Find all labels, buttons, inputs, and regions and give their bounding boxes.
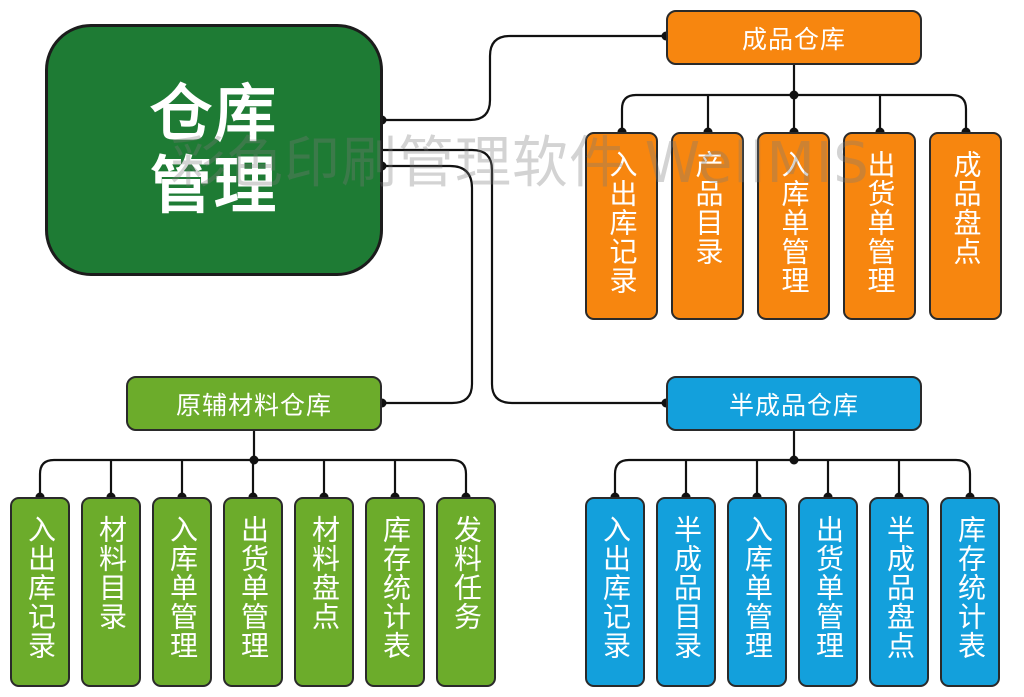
finished-warehouse-title: 成品仓库	[741, 24, 846, 54]
raw-leaf-stocktake: 材料盘点	[294, 497, 354, 687]
connector-dot	[249, 455, 259, 465]
leaf-label: 出货单管理	[237, 515, 270, 660]
root-node-warehouse-management: 仓库 管理	[45, 24, 383, 276]
root-title-line-2: 管理	[149, 149, 278, 222]
raw-material-warehouse-node: 原辅材料仓库	[126, 376, 382, 431]
semi-leaf-outbound-orders: 出货单管理	[798, 497, 858, 687]
leaf-label: 出货单管理	[812, 515, 845, 660]
raw-leaf-inbound-orders: 入库单管理	[152, 497, 212, 687]
leaf-label: 入出库记录	[605, 150, 639, 295]
finished-leaf-stocktake: 成品盘点	[929, 132, 1002, 320]
semi-leaf-inbound-orders: 入库单管理	[727, 497, 787, 687]
leaf-label: 材料盘点	[308, 515, 341, 631]
finished-warehouse-node: 成品仓库	[666, 10, 922, 65]
semi-leaf-inventory-report: 库存统计表	[940, 497, 1000, 687]
finished-leaf-inbound-orders: 入库单管理	[757, 132, 830, 320]
connector-root-raw	[313, 164, 474, 405]
leaf-label: 产品目录	[691, 150, 725, 266]
semi-leaf-in-out-records: 入出库记录	[585, 497, 645, 687]
leaf-label: 库存统计表	[379, 515, 412, 660]
connector-dot	[789, 90, 799, 100]
leaf-label: 半成品目录	[670, 515, 703, 660]
leaf-label: 发料任务	[450, 515, 483, 631]
finished-leaf-outbound-orders: 出货单管理	[843, 132, 916, 320]
connector-dot	[789, 455, 799, 465]
root-title-line-1: 仓库	[149, 77, 278, 150]
raw-material-warehouse-title: 原辅材料仓库	[175, 390, 332, 420]
raw-leaf-in-out-records: 入出库记录	[10, 497, 70, 687]
raw-leaf-inventory-report: 库存统计表	[365, 497, 425, 687]
leaf-label: 成品盘点	[949, 150, 983, 266]
semi-leaf-catalog: 半成品目录	[656, 497, 716, 687]
leaf-label: 出货单管理	[863, 150, 897, 295]
raw-leaf-material-issue-tasks: 发料任务	[436, 497, 496, 687]
leaf-label: 材料目录	[95, 515, 128, 631]
finished-leaf-in-out-records: 入出库记录	[585, 132, 658, 320]
semi-tree-bar	[613, 458, 972, 497]
leaf-label: 半成品盘点	[883, 515, 916, 660]
semi-finished-warehouse-title: 半成品仓库	[728, 390, 859, 420]
connector-root-finished	[382, 34, 666, 122]
leaf-label: 入库单管理	[741, 515, 774, 660]
leaf-label: 库存统计表	[954, 515, 987, 660]
finished-leaf-product-catalog: 产品目录	[671, 132, 744, 320]
semi-leaf-stocktake: 半成品盘点	[869, 497, 929, 687]
leaf-label: 入出库记录	[24, 515, 57, 660]
leaf-label: 入出库记录	[599, 515, 632, 660]
leaf-label: 入库单管理	[166, 515, 199, 660]
semi-finished-warehouse-node: 半成品仓库	[666, 376, 922, 431]
leaf-label: 入库单管理	[777, 150, 811, 295]
raw-leaf-outbound-orders: 出货单管理	[223, 497, 283, 687]
connector-root-semi	[313, 148, 666, 405]
raw-leaf-material-catalog: 材料目录	[81, 497, 141, 687]
